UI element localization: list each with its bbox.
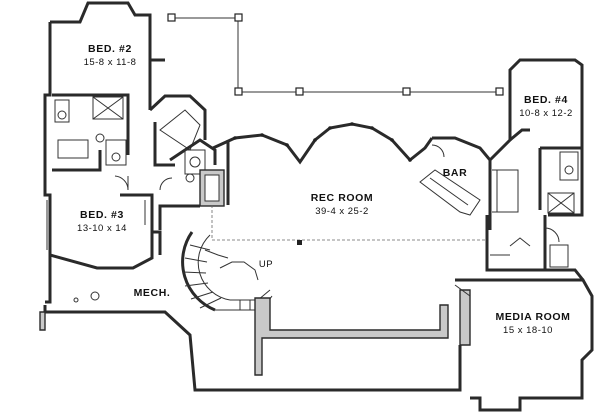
crawl-space xyxy=(39,297,449,376)
room-name-bed3: BED. #3 xyxy=(80,209,124,221)
bed3-features xyxy=(46,193,162,255)
bed2-bath xyxy=(52,93,130,191)
room-name-media: MEDIA ROOM xyxy=(495,311,570,323)
room-name-bed2: BED. #2 xyxy=(88,43,132,55)
room-size-media: 15 x 18-10 xyxy=(503,325,553,336)
room-size-bed4: 10-8 x 12-2 xyxy=(519,108,573,119)
right-wing-walls xyxy=(485,58,585,281)
stair-direction-label: UP xyxy=(259,259,273,270)
room-size-rec: 39-4 x 25-2 xyxy=(315,206,369,217)
deck-posts xyxy=(167,13,504,96)
room-size-bed3: 13-10 x 14 xyxy=(77,223,127,234)
room-name-bar: BAR xyxy=(443,167,468,179)
room-name-bed4: BED. #4 xyxy=(524,94,568,106)
bar-counter xyxy=(419,144,481,216)
central-hall-walls xyxy=(148,94,230,230)
room-size-bed2: 15-8 x 11-8 xyxy=(84,57,137,68)
room-name-mech: MECH. xyxy=(134,287,171,299)
rec-room-boundary xyxy=(211,205,487,245)
media-room-walls xyxy=(454,278,594,412)
room-name-rec: REC ROOM xyxy=(311,192,374,204)
mech-fixtures xyxy=(73,291,100,303)
rec-room-bay-wall xyxy=(212,122,492,230)
